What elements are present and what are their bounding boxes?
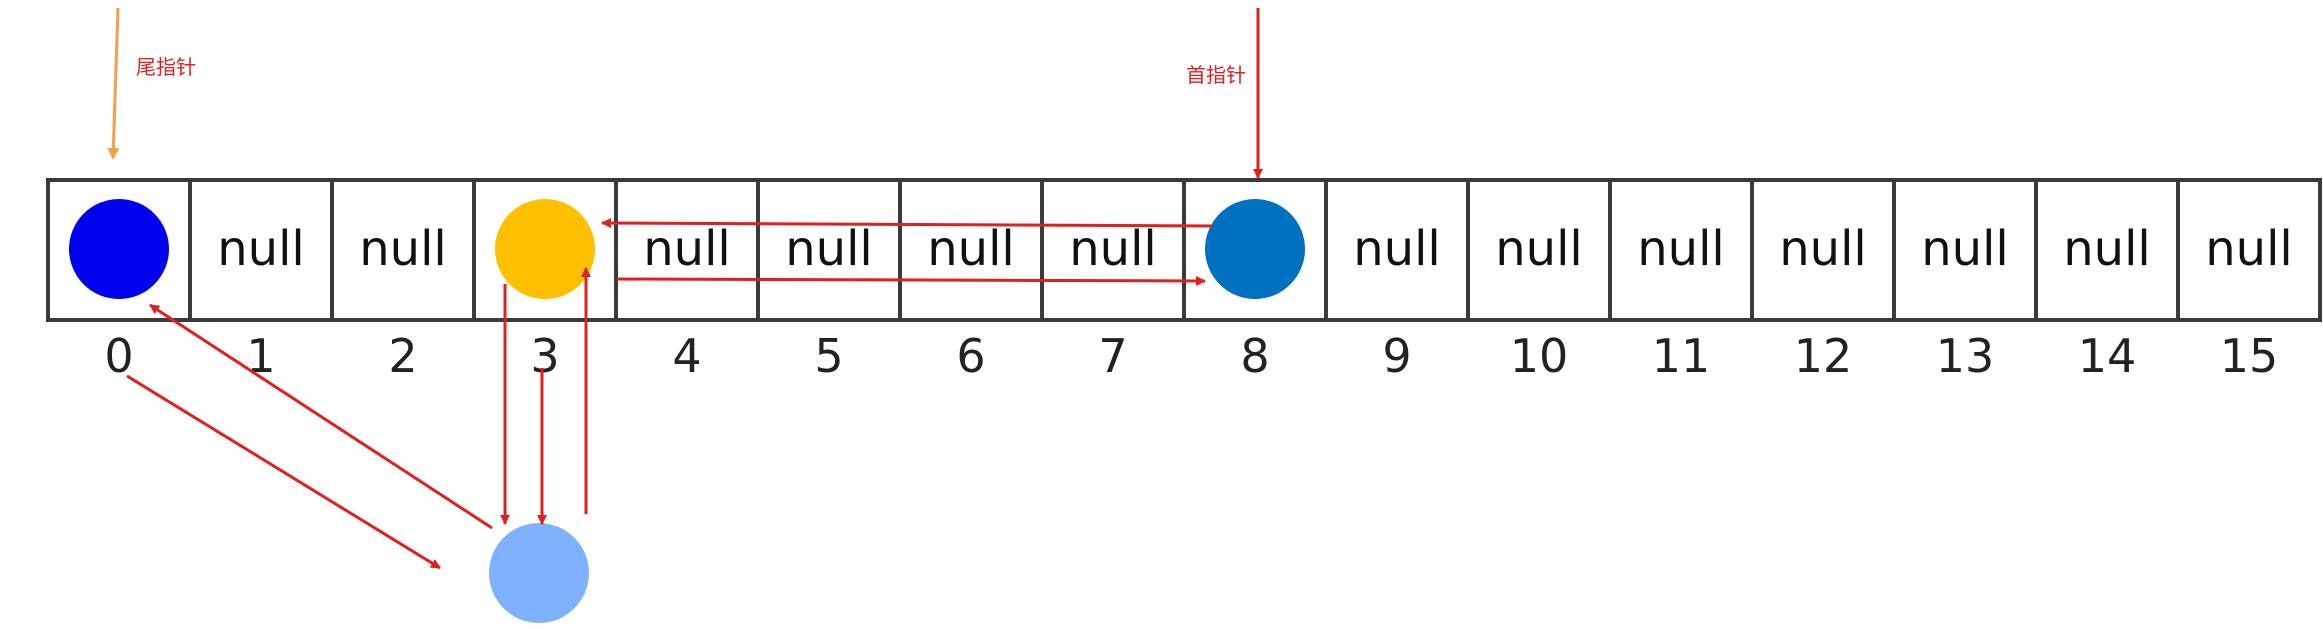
cell-value-5: null	[785, 221, 873, 277]
cell-value-14: null	[2063, 221, 2151, 277]
link-0-to-new	[126, 374, 441, 570]
index-label-3: 3	[530, 329, 559, 383]
array: 0 null 1 null 2 3 null 4 null 5 null 6 null 7 8 null 9 nu…	[46, 178, 2322, 383]
tail-pointer-arrow	[107, 7, 120, 160]
index-label-6: 6	[956, 329, 985, 383]
link-new-to-0	[149, 303, 493, 530]
index-label-9: 9	[1382, 329, 1411, 383]
tail-pointer: 尾指针	[107, 7, 196, 160]
cell-value-13: null	[1921, 221, 2009, 277]
cell-value-9: null	[1353, 221, 1441, 277]
index-label-13: 13	[1936, 329, 1995, 383]
index-label-12: 12	[1794, 329, 1853, 383]
head-pointer: 首指针	[1186, 8, 1263, 179]
cell-value-11: null	[1637, 221, 1725, 277]
index-label-5: 5	[814, 329, 843, 383]
tail-pointer-label: 尾指针	[136, 55, 196, 79]
index-label-1: 1	[246, 329, 275, 383]
cell-value-6: null	[927, 221, 1015, 277]
index-label-0: 0	[104, 329, 133, 383]
new-node	[489, 523, 589, 623]
cell-value-2: null	[359, 221, 447, 277]
index-label-4: 4	[672, 329, 701, 383]
node-8	[1205, 199, 1305, 299]
index-label-8: 8	[1240, 329, 1269, 383]
node-0	[69, 199, 169, 299]
node-3	[495, 199, 595, 299]
head-pointer-label: 首指针	[1186, 63, 1246, 87]
index-label-2: 2	[388, 329, 417, 383]
link-3-to-8	[616, 275, 1206, 286]
node-links	[126, 218, 1213, 570]
cell-value-7: null	[1069, 221, 1157, 277]
index-label-7: 7	[1098, 329, 1127, 383]
nodes	[69, 199, 1305, 623]
index-label-15: 15	[2220, 329, 2279, 383]
cell-value-1: null	[217, 221, 305, 277]
index-label-11: 11	[1652, 329, 1711, 383]
cell-value-4: null	[643, 221, 731, 277]
cell-value-10: null	[1495, 221, 1583, 277]
cell-value-12: null	[1779, 221, 1867, 277]
index-label-10: 10	[1510, 329, 1569, 383]
cell-value-15: null	[2205, 221, 2293, 277]
link-8-to-3	[601, 218, 1213, 229]
index-label-14: 14	[2078, 329, 2137, 383]
